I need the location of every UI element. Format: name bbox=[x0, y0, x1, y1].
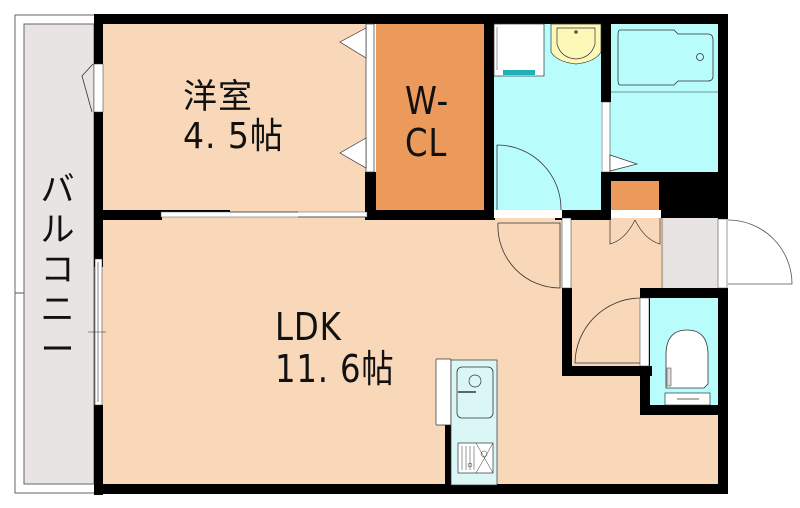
washroom-door-gap bbox=[494, 210, 562, 218]
shoe-cabinet bbox=[610, 180, 660, 210]
ldk-door-frame bbox=[561, 217, 572, 289]
kitchen-counter bbox=[435, 358, 498, 486]
closet-label-line2: CL bbox=[405, 121, 448, 165]
washbasin bbox=[550, 23, 602, 65]
window-swing bbox=[81, 63, 94, 113]
closet-label-line1: W- bbox=[405, 79, 449, 123]
western-room-floor bbox=[100, 22, 370, 212]
stove bbox=[457, 442, 494, 474]
ldk-floor bbox=[100, 215, 720, 485]
cabinet-door-left bbox=[609, 218, 636, 245]
ldk-size: 11. 6帖 bbox=[275, 347, 395, 391]
sliding-door bbox=[160, 211, 368, 218]
toilet bbox=[664, 329, 711, 406]
bath-door bbox=[601, 101, 611, 173]
toilet-door-frame bbox=[639, 297, 650, 367]
closet-floor bbox=[376, 22, 484, 212]
entrance-floor bbox=[664, 218, 718, 288]
western-room-label: 洋室 bbox=[183, 77, 253, 117]
washroom-door-swing bbox=[496, 144, 562, 211]
entrance-door-swing bbox=[727, 219, 793, 285]
balcony-label: バルコニー bbox=[40, 170, 76, 370]
ldk-door-swing bbox=[497, 222, 561, 289]
bathtub bbox=[617, 29, 714, 86]
cabinet-base bbox=[611, 210, 661, 218]
window-western bbox=[93, 63, 104, 113]
cabinet-door-right bbox=[634, 218, 661, 245]
entrance-door-frame bbox=[717, 218, 728, 289]
toilet-door-swing bbox=[574, 297, 641, 364]
balcony-floor bbox=[23, 23, 95, 485]
western-room-size: 4. 5帖 bbox=[183, 116, 284, 157]
washing-machine bbox=[493, 23, 545, 77]
ldk-label: LDK bbox=[275, 305, 342, 349]
closet-doors bbox=[339, 23, 375, 173]
